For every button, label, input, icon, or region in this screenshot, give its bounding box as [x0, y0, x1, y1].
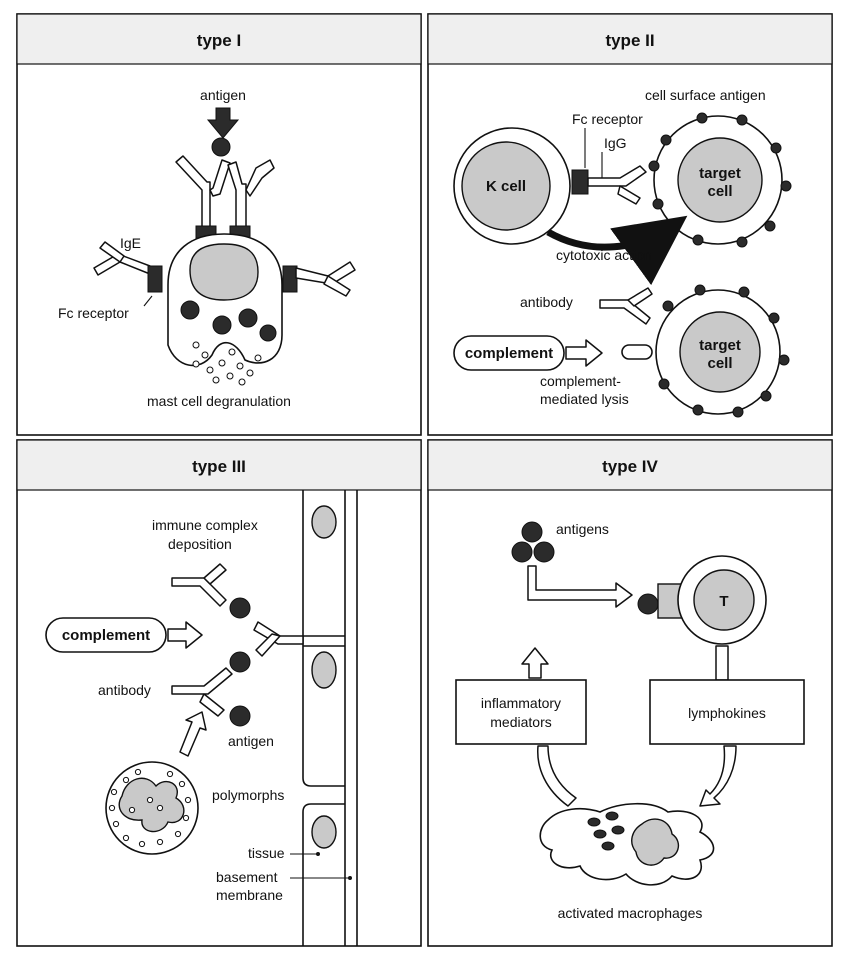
cell-surface-antigens-1 [648, 112, 792, 248]
label-complement-type3: complement [62, 627, 150, 644]
activated-macrophage [539, 802, 715, 886]
cytotoxic-arrow [546, 215, 688, 286]
label-antigen-type1: antigen [200, 87, 246, 103]
mast-cell-nucleus [189, 243, 259, 301]
label-igg: IgG [604, 135, 627, 151]
igg-antibody [587, 165, 647, 205]
macrophage-granules [587, 811, 625, 851]
macrophage-to-mediators-arrow [537, 745, 577, 807]
label-target-1a: target [699, 165, 741, 182]
label-immune-complex-1: immune complex [152, 517, 258, 533]
presented-antigen [637, 593, 659, 615]
label-inflammatory-1: inflammatory [481, 695, 561, 711]
ige-antibody-top-right [227, 159, 275, 229]
label-basement-1: basement [216, 869, 278, 885]
label-antibody-type2: antibody [520, 294, 573, 310]
panel-type-2: type II cell surface antigen Fc receptor… [427, 13, 833, 436]
panel-type-4: type IV antigens T inflammatory mediator… [427, 439, 833, 947]
label-degranulation: mast cell degranulation [147, 393, 291, 409]
title-type-2: type II [605, 31, 654, 50]
lymphokines-to-macrophage-arrow [699, 745, 737, 807]
macrophage-nucleus [631, 818, 680, 866]
label-inflammatory-2: mediators [490, 714, 551, 730]
released-granules [192, 341, 262, 386]
panel-type-1: type I antigen [16, 13, 422, 436]
ige-antibody-top-left [175, 155, 231, 229]
panel-type-3: type III immune complex deposition [16, 439, 422, 947]
title-type-1: type I [197, 31, 241, 50]
inflammatory-box [455, 679, 587, 745]
inflammatory-up-arrow [521, 647, 549, 679]
t-cell-stem [715, 645, 729, 681]
label-cell-surface-antigen: cell surface antigen [645, 87, 766, 103]
antibody-type2 [599, 287, 653, 325]
label-basement-2: membrane [216, 887, 283, 903]
fc-receptor-right [282, 265, 298, 293]
label-antibody-type3: antibody [98, 682, 151, 698]
label-tissue: tissue [248, 845, 285, 861]
fc-receptor-k-cell [571, 169, 589, 195]
label-k-cell: K cell [486, 178, 526, 195]
fc-receptor-pointer [143, 295, 153, 307]
ige-antibody-right [295, 261, 356, 297]
label-target-1b: cell [707, 183, 732, 200]
immune-complex [171, 563, 304, 727]
k-cell-nucleus [461, 141, 551, 231]
title-type-3: type III [192, 457, 246, 476]
label-fc-receptor-type1: Fc receptor [58, 305, 129, 321]
label-complement-type2: complement [465, 345, 553, 362]
fc-receptor-left [147, 265, 163, 293]
target-cell-1-nucleus [677, 137, 763, 223]
lymphokines-box [649, 679, 805, 745]
antigen-arrow-type4 [527, 565, 633, 608]
tissue-cells [302, 490, 358, 946]
label-immune-complex-2: deposition [168, 536, 232, 552]
label-target-2b: cell [707, 355, 732, 372]
target-cell-2-nucleus [679, 311, 761, 393]
label-t-cell: T [719, 593, 728, 610]
label-macrophages: activated macrophages [558, 905, 703, 921]
title-bar-type-1 [16, 13, 422, 65]
complement-pill-type2 [453, 335, 565, 371]
label-polymorphs: polymorphs [212, 787, 284, 803]
label-antigens: antigens [556, 521, 609, 537]
complement-pore [621, 344, 653, 360]
title-bar-type-4 [427, 439, 833, 491]
mast-cell-granules [180, 300, 277, 342]
antigen-cluster [511, 521, 555, 563]
t-cell-nucleus [693, 569, 755, 631]
complement-pill-type3 [45, 617, 167, 653]
title-bar-type-2 [427, 13, 833, 65]
antigen-particle [211, 137, 231, 157]
title-bar-type-3 [16, 439, 422, 491]
complement-arrow-type3 [167, 621, 203, 649]
title-type-4: type IV [602, 457, 658, 476]
antigen-arrow [206, 107, 240, 139]
polymorph-nucleus [118, 777, 185, 833]
label-lysis-1: complement- [540, 373, 621, 389]
ige-antibody-left [93, 241, 151, 276]
label-cytotoxic: cytotoxic action [556, 247, 652, 263]
complement-arrow-type2 [565, 339, 603, 367]
label-antigen-type3: antigen [228, 733, 274, 749]
polymorph-arrow [179, 711, 207, 757]
label-target-2a: target [699, 337, 741, 354]
cell-surface-antigens-2 [658, 284, 790, 418]
label-ige: IgE [120, 235, 141, 251]
polymorph-granules [108, 768, 192, 848]
label-lysis-2: mediated lysis [540, 391, 629, 407]
label-fc-receptor-type2: Fc receptor [572, 111, 643, 127]
label-lymphokines: lymphokines [688, 705, 766, 721]
